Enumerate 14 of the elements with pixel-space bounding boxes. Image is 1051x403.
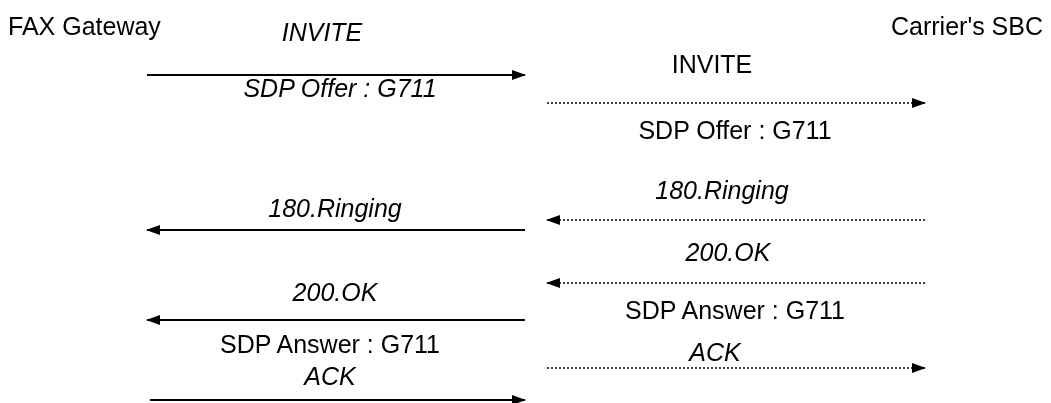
message-label: ACK xyxy=(689,338,741,366)
participant-name: FAX Gateway xyxy=(8,12,161,40)
message-label: SDP Answer : G711 xyxy=(220,330,440,358)
message-label: 180.Ringing xyxy=(268,194,402,222)
message-label: ACK xyxy=(304,362,356,390)
message-label: SDP Offer : G711 xyxy=(243,74,437,102)
participant-name: Carrier's SBC xyxy=(891,12,1043,40)
message-label: INVITE xyxy=(671,50,753,78)
message-label: 200.OK xyxy=(292,278,378,306)
message-label: INVITE xyxy=(281,18,363,46)
message-label: 200.OK xyxy=(685,238,771,266)
message-label: SDP Answer : G711 xyxy=(625,296,845,324)
message-label: 180.Ringing xyxy=(655,176,789,204)
message-label: SDP Offer : G711 xyxy=(638,116,832,144)
